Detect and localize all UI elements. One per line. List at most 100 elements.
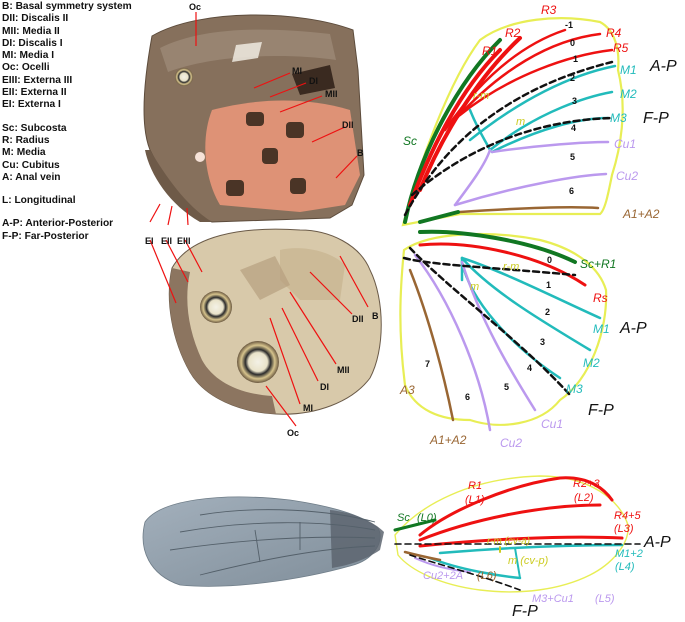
hind-m: m bbox=[470, 281, 479, 293]
fly-wing-photo bbox=[142, 496, 384, 587]
label-mi-bottom: MI bbox=[303, 403, 313, 413]
legend-line: A: Anal vein bbox=[2, 171, 61, 183]
hind-cell-4: 4 bbox=[527, 363, 532, 373]
legend-line: Oc: Ocelli bbox=[2, 62, 50, 74]
label-oc-top: Oc bbox=[189, 2, 201, 12]
legend-line: A-P: Anterior-Posterior bbox=[2, 218, 114, 230]
hind-m2: M2 bbox=[583, 356, 600, 370]
hindwing-labels: Sc+R1 Rs r-m m 0 1 2 3 4 5 6 7 M1 M2 M3 … bbox=[399, 255, 647, 450]
label-mii-top: MII bbox=[325, 89, 338, 99]
fore-ap: A-P bbox=[649, 58, 677, 75]
label-b-bottom: B bbox=[372, 311, 379, 321]
hind-a3: A3 bbox=[399, 383, 415, 397]
fore-cell-4: 4 bbox=[571, 123, 576, 133]
hind-scr1: Sc+R1 bbox=[580, 257, 616, 271]
hind-cell-5: 5 bbox=[504, 382, 509, 392]
label-mii-bottom: MII bbox=[337, 365, 350, 375]
fly-l4: (L4) bbox=[615, 561, 635, 573]
fly-l6: (L6) bbox=[477, 570, 497, 582]
label-eii: EII bbox=[161, 236, 172, 246]
fly-m3cu1: M3+Cu1 bbox=[532, 593, 574, 605]
legend-line: F-P: Far-Posterior bbox=[2, 230, 89, 242]
hind-cell-7: 7 bbox=[425, 359, 430, 369]
fly-rm: r-m (cv-a) bbox=[487, 536, 530, 547]
fore-sc: Sc bbox=[403, 134, 417, 148]
legend-line: R: Radius bbox=[2, 134, 50, 146]
fly-l0: (L0) bbox=[417, 512, 437, 524]
hind-m3: M3 bbox=[566, 382, 583, 396]
fore-cell-0: 0 bbox=[570, 38, 575, 48]
forewing-venation bbox=[401, 17, 624, 227]
fore-cu1: Cu1 bbox=[614, 137, 636, 151]
legend-line: DII: Discalis II bbox=[2, 13, 69, 25]
fly-sc: Sc bbox=[397, 512, 410, 524]
fore-m: m bbox=[516, 116, 525, 128]
fore-fp: F-P bbox=[643, 110, 669, 127]
fore-rm: r-m bbox=[473, 90, 489, 102]
hind-cell-2: 2 bbox=[545, 307, 550, 317]
legend-line: Cu: Cubitus bbox=[2, 159, 60, 171]
fore-cell-2: 2 bbox=[570, 73, 575, 83]
fore-cell-1: 1 bbox=[573, 54, 578, 64]
legend-line: MI: Media I bbox=[2, 50, 55, 62]
fly-l5: (L5) bbox=[595, 593, 615, 605]
label-eiii: EIII bbox=[177, 236, 191, 246]
fly-l3: (L3) bbox=[614, 523, 634, 535]
photo-labels: Oc MI DI MII DII B EI EII EIII B DII MII… bbox=[145, 2, 379, 438]
legend-line: EI: Externa I bbox=[2, 99, 61, 111]
label-mi-top: MI bbox=[292, 66, 302, 76]
fore-r4: R4 bbox=[606, 26, 622, 40]
label-dii-top: DII bbox=[342, 120, 354, 130]
fly-m: m (cv-p) bbox=[508, 555, 549, 567]
fore-cell-minus1: -1 bbox=[565, 20, 573, 30]
label-di-bottom: DI bbox=[320, 382, 329, 392]
label-oc-bottom: Oc bbox=[287, 428, 299, 438]
hind-cu2: Cu2 bbox=[500, 436, 522, 450]
fore-cell-6: 6 bbox=[569, 186, 574, 196]
photo-leader-lines bbox=[149, 12, 369, 427]
hind-cell-1: 1 bbox=[546, 280, 551, 290]
label-b-top: B bbox=[357, 148, 364, 158]
hind-ap: A-P bbox=[619, 320, 647, 337]
label-di-top: DI bbox=[309, 76, 318, 86]
legend-line: MII: Media II bbox=[2, 25, 60, 37]
hind-cell-3: 3 bbox=[540, 337, 545, 347]
fly-l2: (L2) bbox=[574, 492, 594, 504]
fore-r5: R5 bbox=[613, 41, 629, 55]
fly-ap: A-P bbox=[643, 534, 671, 551]
fly-r23: R2+3 bbox=[573, 478, 600, 490]
butterfly-forewing-photo bbox=[143, 14, 365, 223]
fore-r2: R2 bbox=[505, 26, 521, 40]
fly-venation bbox=[393, 475, 641, 593]
fore-cell-5: 5 bbox=[570, 152, 575, 162]
legend-line: L: Longitudinal bbox=[2, 195, 76, 207]
hind-cu1: Cu1 bbox=[541, 417, 563, 431]
hind-cell-6: 6 bbox=[465, 392, 470, 402]
fly-fp: F-P bbox=[512, 603, 538, 620]
legend-line: EIII: Externa III bbox=[2, 74, 73, 86]
legend-line: M: Media bbox=[2, 147, 46, 159]
fly-r1: R1 bbox=[468, 480, 482, 492]
hind-rm: r-m bbox=[503, 261, 519, 273]
fore-m1: M1 bbox=[620, 63, 637, 77]
fly-m12: M1+2 bbox=[615, 548, 643, 560]
fore-m3: M3 bbox=[610, 111, 627, 125]
fore-r3: R3 bbox=[541, 3, 557, 17]
hind-a1a2: A1+A2 bbox=[429, 433, 467, 447]
fore-m2: M2 bbox=[620, 87, 637, 101]
fore-r1: R1 bbox=[482, 44, 497, 58]
legend-line: Sc: Subcosta bbox=[2, 122, 67, 134]
legend-line: DI: Discalis I bbox=[2, 37, 63, 49]
fore-a1a2: A1+A2 bbox=[622, 207, 660, 221]
fly-l1: (L1) bbox=[465, 494, 485, 506]
hind-m1: M1 bbox=[593, 322, 610, 336]
legend-line: EII: Externa II bbox=[2, 87, 67, 99]
label-ei: EI bbox=[145, 236, 154, 246]
hind-cell-0: 0 bbox=[547, 255, 552, 265]
fly-r45: R4+5 bbox=[614, 510, 641, 522]
forewing-labels: R3 R2 R4 R1 R5 -1 0 1 2 3 4 5 6 r-m m Sc… bbox=[403, 3, 677, 221]
fore-cell-3: 3 bbox=[572, 96, 577, 106]
hind-rs: Rs bbox=[593, 291, 608, 305]
